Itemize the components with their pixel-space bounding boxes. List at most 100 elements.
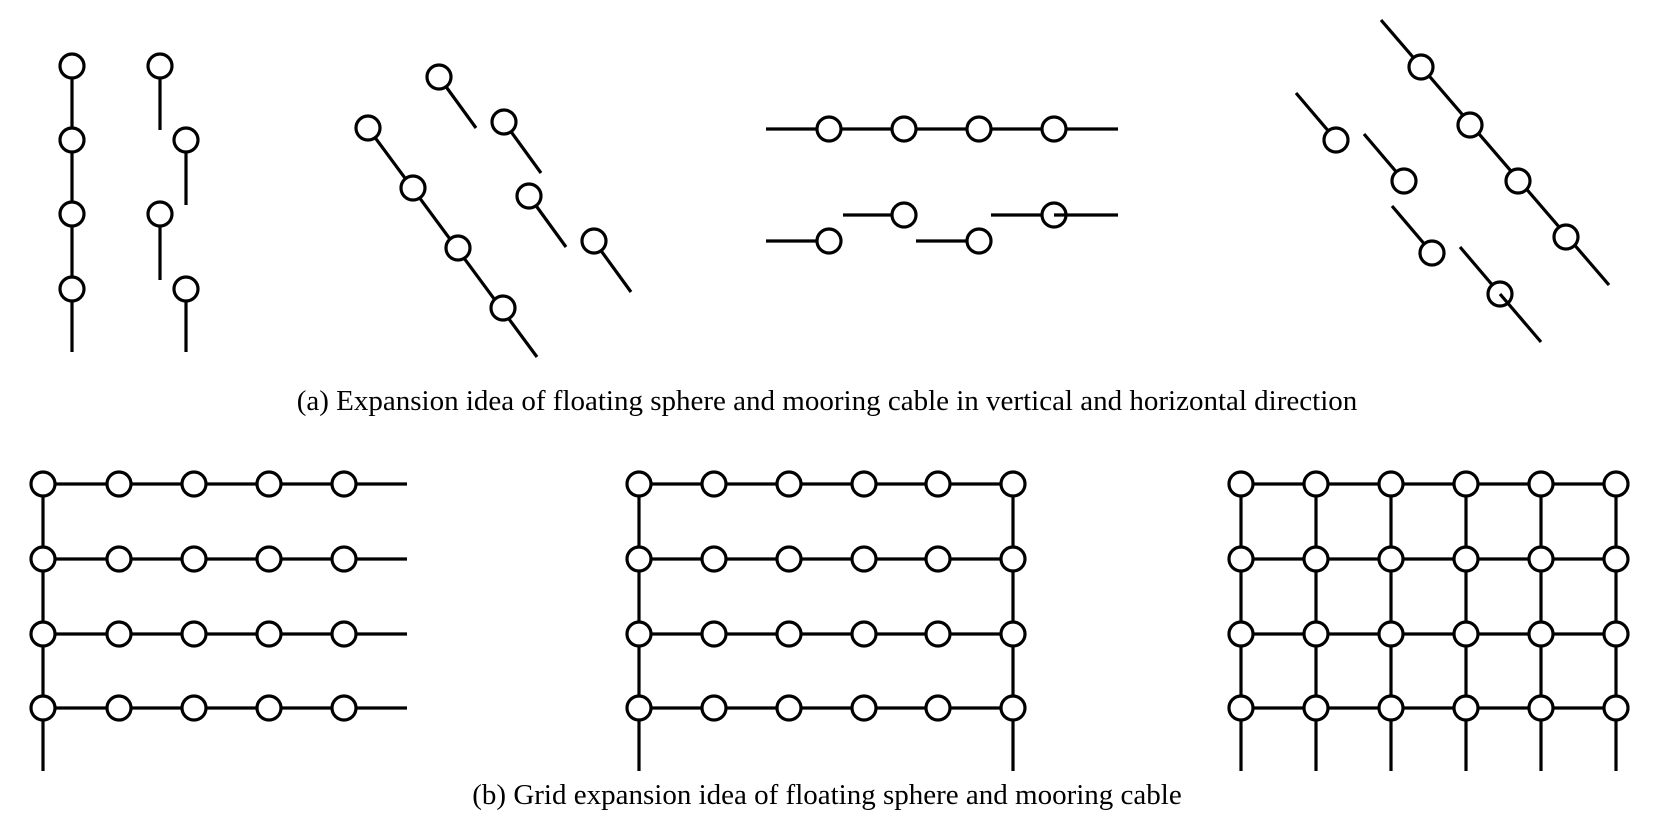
floating-sphere (1418, 239, 1446, 267)
floating-sphere (58, 52, 86, 80)
floating-sphere (1407, 53, 1435, 81)
floating-sphere (1390, 167, 1418, 195)
floating-sphere (1527, 620, 1555, 648)
floating-sphere (999, 694, 1027, 722)
floating-sphere (625, 620, 653, 648)
floating-sphere (330, 620, 358, 648)
floating-sphere (354, 114, 382, 142)
caption-a: (a) Expansion idea of floating sphere an… (296, 385, 1358, 417)
floating-sphere (172, 275, 200, 303)
floating-sphere (255, 620, 283, 648)
panel-a-diagrams (58, 18, 1611, 358)
floating-sphere (1227, 620, 1255, 648)
floating-sphere (1527, 545, 1555, 573)
floating-sphere (700, 620, 728, 648)
horizontal-expansion-diagram (766, 115, 1118, 255)
floating-sphere (1527, 470, 1555, 498)
floating-sphere (999, 545, 1027, 573)
floating-sphere (330, 545, 358, 573)
floating-sphere (1602, 545, 1630, 573)
floating-sphere (146, 52, 174, 80)
floating-sphere (105, 545, 133, 573)
mooring-cable (1498, 292, 1543, 344)
floating-sphere (1377, 545, 1405, 573)
floating-sphere (1302, 620, 1330, 648)
floating-sphere (1227, 694, 1255, 722)
floating-sphere (1527, 694, 1555, 722)
floating-sphere (330, 694, 358, 722)
floating-sphere (1452, 694, 1480, 722)
floating-sphere (850, 694, 878, 722)
panel-b-grids (29, 470, 1630, 771)
floating-sphere (105, 620, 133, 648)
floating-sphere (850, 620, 878, 648)
floating-sphere (29, 545, 57, 573)
floating-sphere (29, 620, 57, 648)
floating-sphere (1504, 167, 1532, 195)
floating-sphere (180, 694, 208, 722)
floating-sphere (255, 694, 283, 722)
floating-sphere (1452, 545, 1480, 573)
floating-sphere (1452, 620, 1480, 648)
grid-left-anchored (29, 470, 407, 771)
floating-sphere (775, 470, 803, 498)
floating-sphere (255, 470, 283, 498)
floating-sphere (625, 694, 653, 722)
vertical-expansion-diagram (58, 52, 200, 352)
floating-sphere (58, 275, 86, 303)
floating-sphere (700, 694, 728, 722)
floating-sphere (890, 201, 918, 229)
floating-sphere (29, 470, 57, 498)
floating-sphere (924, 470, 952, 498)
floating-sphere (850, 470, 878, 498)
floating-sphere (1377, 470, 1405, 498)
caption-b: (b) Grid expansion idea of floating sphe… (472, 779, 1182, 811)
floating-sphere (700, 470, 728, 498)
diagonal-expansion-diagram-2 (1294, 18, 1611, 344)
floating-sphere (965, 115, 993, 143)
floating-sphere (1040, 115, 1068, 143)
floating-sphere (625, 470, 653, 498)
floating-sphere (105, 470, 133, 498)
floating-sphere (1227, 470, 1255, 498)
floating-sphere (1602, 620, 1630, 648)
floating-sphere (999, 620, 1027, 648)
diagonal-expansion-diagram (354, 63, 633, 358)
floating-sphere (815, 227, 843, 255)
floating-sphere (1552, 223, 1580, 251)
floating-sphere (965, 227, 993, 255)
floating-sphere (775, 545, 803, 573)
grid-two-side-anchored (625, 470, 1027, 771)
floating-sphere (489, 294, 517, 322)
floating-sphere (58, 200, 86, 228)
floating-sphere (924, 620, 952, 648)
floating-sphere (1302, 694, 1330, 722)
grid-full-mesh (1227, 470, 1630, 771)
floating-sphere (105, 694, 133, 722)
floating-sphere (1602, 694, 1630, 722)
floating-sphere (1377, 694, 1405, 722)
floating-sphere (1302, 470, 1330, 498)
floating-sphere (815, 115, 843, 143)
floating-sphere (146, 200, 174, 228)
floating-sphere (775, 694, 803, 722)
floating-sphere (625, 545, 653, 573)
floating-sphere (330, 470, 358, 498)
floating-sphere (580, 227, 608, 255)
floating-sphere (924, 545, 952, 573)
floating-sphere (172, 126, 200, 154)
floating-sphere (775, 620, 803, 648)
floating-sphere (1456, 111, 1484, 139)
floating-sphere (399, 174, 427, 202)
floating-sphere (490, 108, 518, 136)
floating-sphere (890, 115, 918, 143)
floating-sphere (924, 694, 952, 722)
floating-sphere (700, 545, 728, 573)
floating-sphere (180, 545, 208, 573)
floating-sphere (1302, 545, 1330, 573)
floating-sphere (1322, 126, 1350, 154)
floating-sphere (515, 182, 543, 210)
floating-sphere (29, 694, 57, 722)
floating-sphere (1377, 620, 1405, 648)
